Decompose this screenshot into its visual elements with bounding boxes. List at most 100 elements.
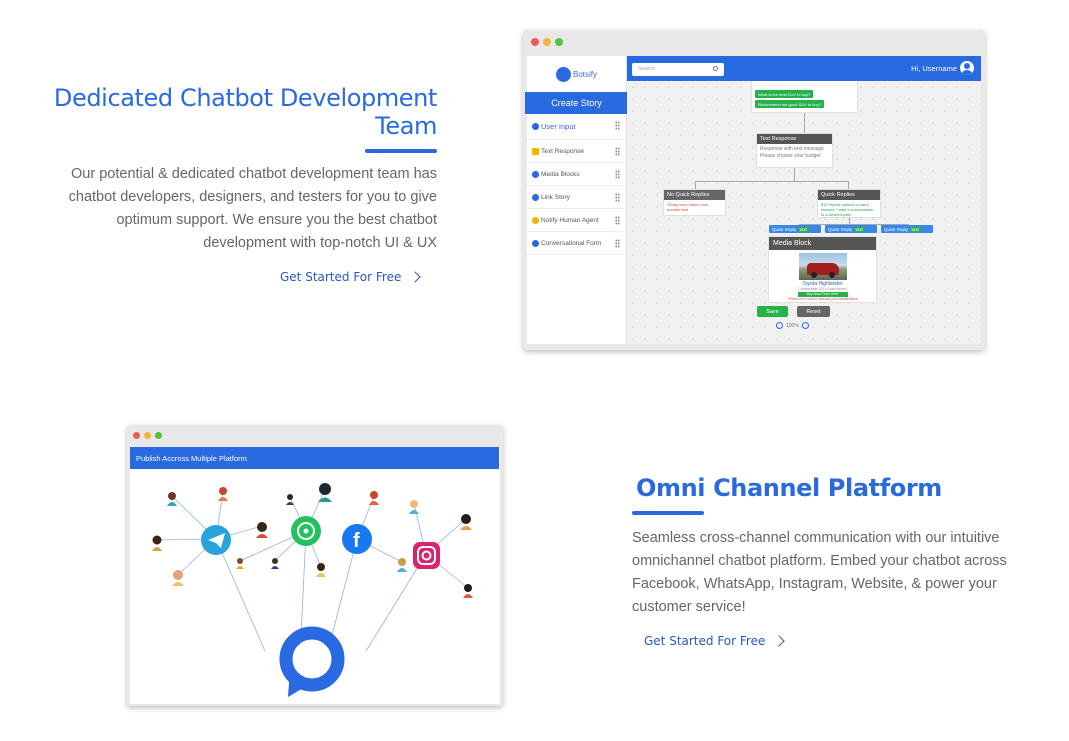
section-title: Dedicated Chatbot Development Team: [53, 84, 438, 140]
connector: [848, 181, 849, 189]
node-title: Text Response: [757, 134, 832, 144]
builder-topbar: Search Hi, Username: [627, 56, 981, 81]
title-underline: [632, 511, 704, 515]
story-canvas[interactable]: What is the best SUV to buy? Recommend m…: [627, 81, 981, 344]
form-icon: [532, 239, 539, 247]
sidebar-item[interactable]: Notify Human Agent: [527, 209, 626, 232]
user-greeting: Hi, Username: [911, 64, 957, 73]
zoom-out-icon[interactable]: [801, 322, 809, 329]
drag-handle-icon[interactable]: [615, 170, 620, 179]
image-icon: [532, 170, 539, 178]
connector: [794, 168, 795, 181]
title-underline: [365, 149, 437, 153]
get-started-button[interactable]: Get Started For Free: [280, 270, 422, 284]
get-started-label: Get Started For Free: [644, 634, 766, 648]
window-controls: [531, 38, 563, 46]
botsify-chat-icon: [279, 626, 345, 697]
save-button[interactable]: Save: [757, 306, 788, 317]
car-name: Toyota Highlander: [802, 281, 843, 287]
top-chip-1[interactable]: What is the best SUV to buy?: [755, 90, 814, 98]
node-text: Response with text message: [760, 146, 824, 152]
media-block-node[interactable]: Media Block Toyota Highlander Comfortabl…: [768, 236, 877, 303]
sidebar-item-label: Conversational Form: [541, 239, 602, 247]
search-input[interactable]: Search: [632, 63, 724, 76]
text-response-node[interactable]: Text Response Response with text message…: [756, 133, 833, 168]
top-chip-2[interactable]: Recommend me good SUV to buy?: [755, 100, 824, 108]
section-description: Our potential & dedicated chatbot develo…: [68, 166, 437, 251]
quick-replies-node[interactable]: Quick Replies $10 Hybrid options to carr…: [817, 189, 881, 218]
svg-text:f: f: [353, 530, 360, 552]
node-title: No Quick Replies: [664, 190, 725, 200]
sidebar-item[interactable]: User Input: [527, 114, 626, 140]
chevron-right-icon: [773, 635, 786, 647]
drag-handle-icon[interactable]: [615, 121, 620, 130]
sidebar-item-label: Link Story: [541, 193, 570, 201]
link-icon: [532, 193, 539, 201]
drag-handle-icon[interactable]: [615, 193, 620, 202]
close-dot-icon: [531, 38, 539, 46]
channel-network-illustration: f: [152, 483, 473, 697]
search-icon: [713, 66, 718, 71]
logo-text: Botsify: [572, 69, 597, 79]
sidebar-item[interactable]: Text Response: [527, 140, 626, 163]
node-title: Media Block: [769, 237, 876, 250]
sidebar-item-label: Text Response: [541, 147, 584, 155]
plus-circle-icon: [532, 123, 539, 130]
create-story-button[interactable]: Create Story: [525, 92, 628, 114]
sidebar-item[interactable]: Link Story: [527, 186, 626, 209]
sidebar-item-label: Notify Human Agent: [541, 216, 599, 224]
quick-reply-chip[interactable]: Quick Reply text: [881, 225, 933, 233]
instagram-icon: [413, 542, 440, 569]
sidebar-item[interactable]: Conversational Form: [527, 232, 626, 255]
minimize-dot-icon: [144, 432, 151, 439]
sidebar-item-label: Media Blocks: [541, 170, 580, 178]
node-note: *Drag more button over number text: [667, 202, 709, 212]
car-caption: Comfortable 2021 Road Hybrid: [798, 287, 847, 291]
connector: [695, 181, 696, 189]
window-controls: [133, 432, 162, 439]
drag-handle-icon[interactable]: [615, 216, 620, 225]
node-text: Please choose your budget: [760, 153, 821, 159]
car-note: *Press on to visit or discuss your media…: [787, 297, 858, 301]
connector: [849, 218, 850, 225]
drag-handle-icon[interactable]: [615, 147, 620, 156]
publish-panel: Publish Accross Multiple Platform: [130, 447, 500, 704]
get-started-button[interactable]: Get Started For Free: [644, 634, 786, 648]
telegram-icon: [201, 525, 231, 555]
close-dot-icon: [133, 432, 140, 439]
car-buy-button[interactable]: Buy Now From Here: [797, 292, 848, 297]
node-note: $10 Hybrid options to carry forward + us…: [821, 202, 874, 217]
zoom-in-icon[interactable]: [776, 322, 783, 329]
facebook-icon: f: [342, 524, 372, 554]
publish-header: Publish Accross Multiple Platform: [130, 447, 499, 469]
get-started-label: Get Started For Free: [280, 270, 402, 284]
connector: [695, 181, 849, 182]
maximize-dot-icon: [555, 38, 563, 46]
connector: [804, 113, 805, 134]
sidebar-item-label: User Input: [541, 122, 576, 131]
zoom-level: 100%: [786, 322, 799, 329]
no-quick-replies-node[interactable]: No Quick Replies *Drag more button over …: [663, 189, 726, 216]
user-avatars: [152, 483, 473, 598]
drag-handle-icon[interactable]: [615, 239, 620, 248]
quick-reply-chip[interactable]: Quick Reply text: [825, 225, 877, 233]
section-dedicated-team: Dedicated Chatbot Development Team Our p…: [40, 84, 438, 255]
section-description: Seamless cross-channel communication wit…: [632, 530, 1007, 615]
minimize-dot-icon: [543, 38, 551, 46]
botsify-logo-icon: [555, 66, 571, 82]
quick-reply-chip[interactable]: Quick Reply text: [769, 225, 821, 233]
user-input-node[interactable]: What is the best SUV to buy? Recommend m…: [751, 81, 858, 113]
user-avatar-icon[interactable]: [960, 61, 974, 75]
bell-icon: [532, 216, 539, 224]
chevron-right-icon: [409, 271, 422, 283]
car-image: [798, 253, 847, 280]
zoom-controls: 100%: [776, 322, 809, 329]
whatsapp-icon: [291, 516, 321, 546]
sidebar-item[interactable]: Media Blocks: [527, 163, 626, 186]
reset-button[interactable]: Reset: [797, 306, 830, 317]
connector: [799, 224, 909, 225]
